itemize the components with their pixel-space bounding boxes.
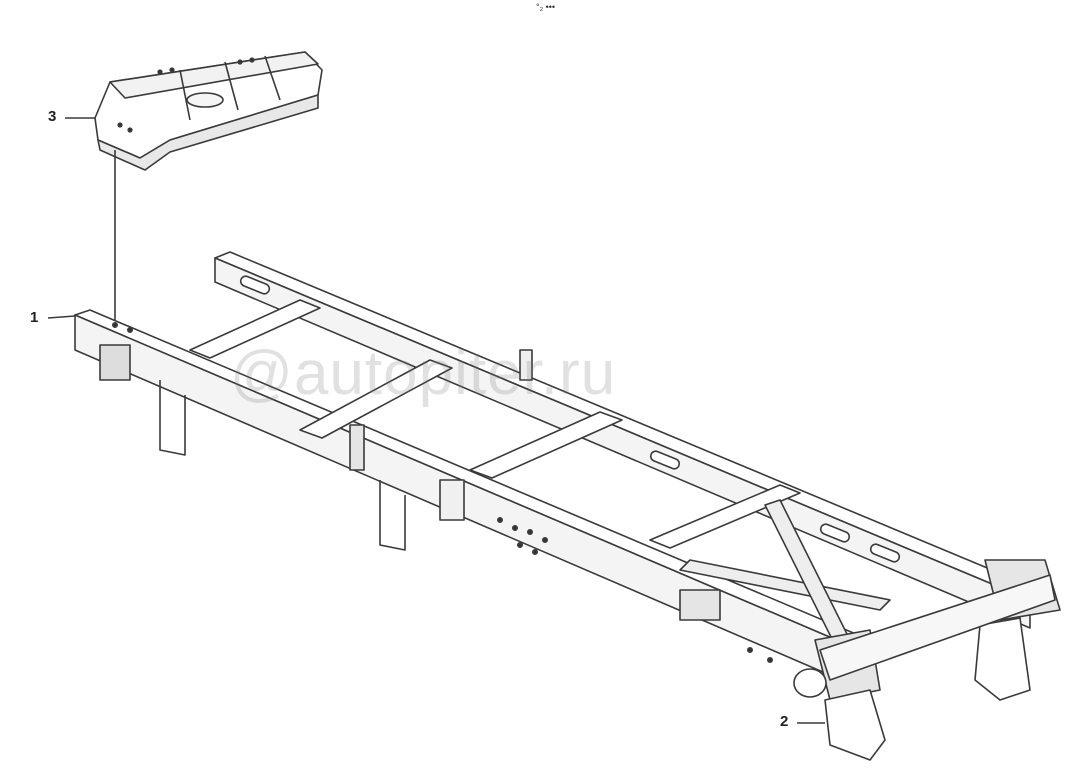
- callout-1: 1: [30, 309, 39, 326]
- part-1-frame: [74, 251, 1041, 689]
- watermark-text: @autopiter.ru: [230, 339, 617, 408]
- header-mark: °₂ •••: [536, 2, 556, 12]
- leader-line-1: [47, 315, 76, 319]
- callout-2: 2: [780, 713, 789, 730]
- part-2-rear-brackets: [793, 559, 1061, 761]
- callout-3: 3: [48, 108, 57, 125]
- part-3-bracket: [94, 51, 323, 171]
